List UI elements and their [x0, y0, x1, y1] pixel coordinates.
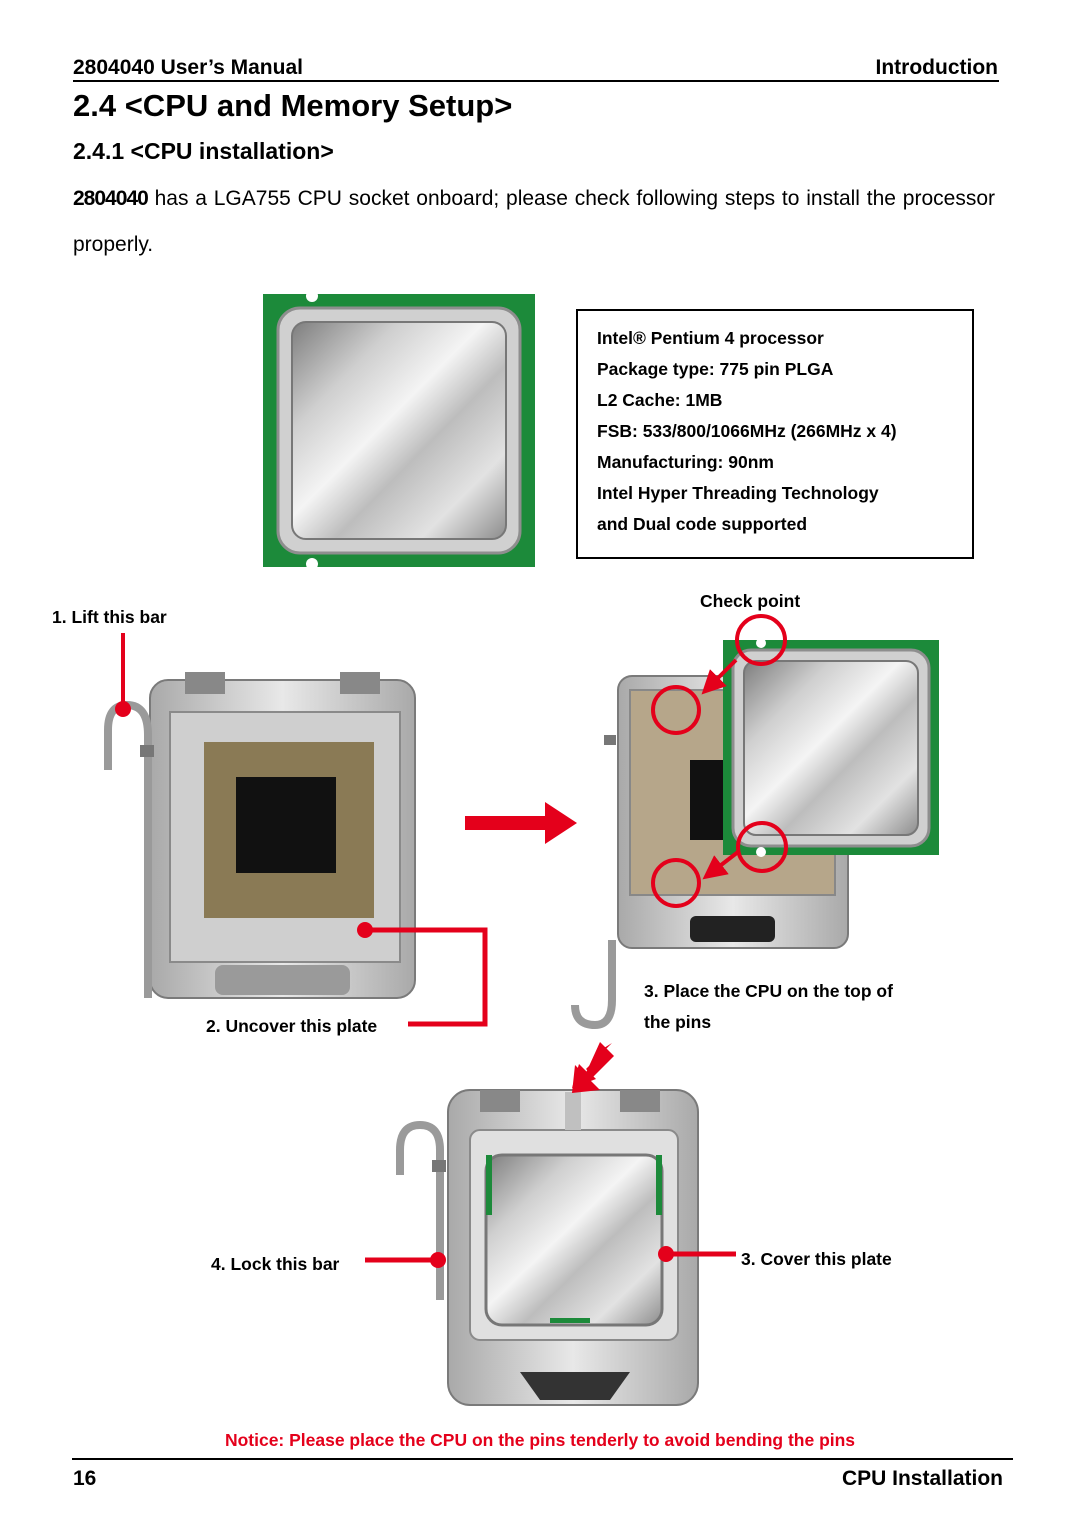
step-place-cpu-label: 3. Place the CPU on the top of	[644, 981, 893, 1001]
spec-line: Intel Hyper Threading Technology	[597, 483, 879, 503]
step-lift-bar-label: 1. Lift this bar	[52, 607, 167, 627]
footer-section-title: CPU Installation	[841, 1467, 1003, 1490]
header-divider	[73, 80, 999, 82]
page-number: 16	[73, 1467, 97, 1490]
open-socket-image	[104, 672, 416, 999]
chapter-title: Introduction	[875, 56, 998, 79]
step-arrows	[465, 802, 614, 1093]
spec-line: Intel® Pentium 4 processor	[597, 328, 824, 348]
check-point-label: Check point	[700, 591, 801, 611]
spec-line: Package type: 775 pin PLGA	[597, 359, 834, 379]
check-point-markers	[651, 614, 788, 908]
spec-line: FSB: 533/800/1066MHz (266MHz x 4)	[597, 421, 897, 441]
callout-lines	[115, 633, 736, 1268]
intro-paragraph: 2804040 has a LGA755 CPU socket onboard;…	[73, 176, 995, 268]
manual-title: 2804040 User’s Manual	[73, 56, 303, 79]
step-cover-plate-label: 3. Cover this plate	[741, 1249, 892, 1269]
spec-line: and Dual code supported	[597, 514, 808, 534]
step-uncover-plate-label: 2. Uncover this plate	[206, 1016, 378, 1036]
cpu-spec-box: Intel® Pentium 4 processor Package type:…	[576, 309, 974, 559]
notice-text: Notice: Please place the CPU on the pins…	[224, 1430, 856, 1450]
subsection-title: 2.4.1 <CPU installation>	[73, 138, 334, 164]
spec-line: Manufacturing: 90nm	[597, 452, 774, 472]
step-lock-bar-label: 4. Lock this bar	[211, 1254, 340, 1274]
closed-socket-image	[396, 1089, 699, 1406]
section-title: 2.4 <CPU and Memory Setup>	[73, 88, 513, 123]
spec-line: L2 Cache: 1MB	[597, 390, 723, 410]
model-number: 2804040	[73, 187, 149, 210]
placing-cpu-socket-image	[571, 638, 939, 1030]
cpu-chip-image	[263, 290, 535, 570]
step-place-cpu-label-2: the pins	[644, 1012, 712, 1032]
footer-divider	[72, 1458, 1013, 1460]
intro-text: has a LGA755 CPU socket onboard; please …	[73, 187, 995, 256]
